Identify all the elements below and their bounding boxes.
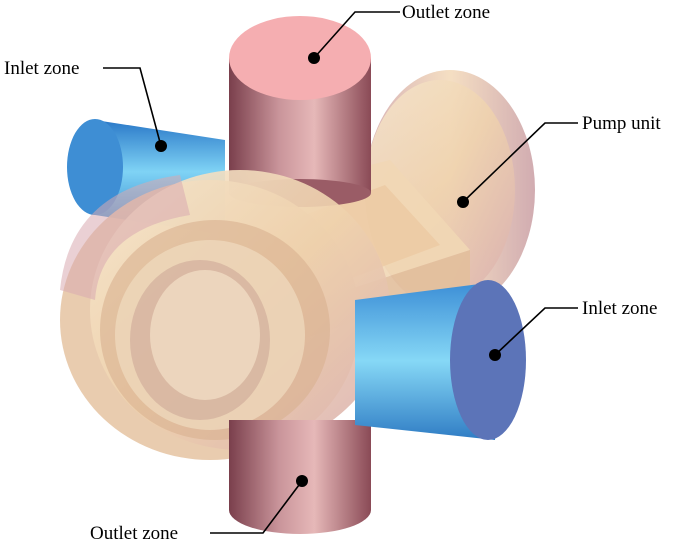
leader-pump-unit	[457, 122, 578, 208]
leader-outlet-bottom	[210, 475, 308, 534]
leader-inlet-right	[489, 307, 578, 361]
label-outlet-bottom: Outlet zone	[90, 523, 178, 544]
leader-inlet-left	[103, 67, 167, 152]
label-inlet-left: Inlet zone	[4, 58, 79, 79]
pump-front-disc	[60, 170, 390, 460]
leader-outlet-top	[308, 11, 400, 64]
inlet-right-cylinder	[355, 280, 526, 440]
label-inlet-right: Inlet zone	[582, 298, 657, 319]
label-outlet-top: Outlet zone	[402, 2, 490, 23]
label-pump-unit: Pump unit	[582, 113, 661, 134]
